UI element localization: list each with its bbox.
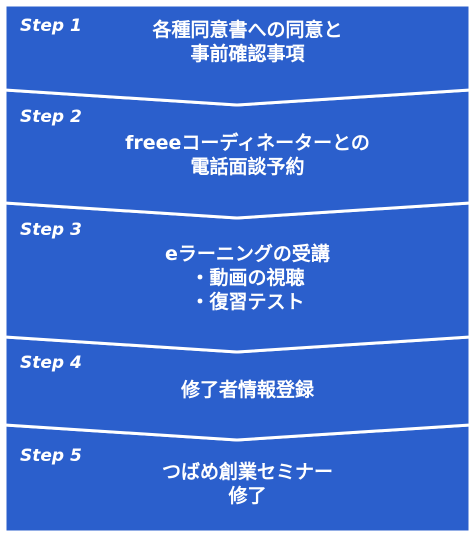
step-4-text-line: 修了者情報登録 xyxy=(180,379,314,401)
step-2-label: Step 2 xyxy=(20,107,82,127)
step-4-label: Step 4 xyxy=(20,353,82,373)
step-5-label: Step 5 xyxy=(20,446,82,466)
step-3-label: Step 3 xyxy=(20,220,82,240)
step-5-text-line: 修了 xyxy=(228,485,267,507)
step-5-text-line: つばめ創業セミナー xyxy=(161,461,333,483)
step-1-text-line: 事前確認事項 xyxy=(190,43,305,65)
step-3-text: eラーニングの受講 ・動画の視聴 ・復習テスト xyxy=(95,242,400,314)
step-1-box xyxy=(3,3,472,107)
step-5-text: つばめ創業セミナー 修了 xyxy=(95,460,400,508)
step-2-text: freeeコーディネーターとの 電話面談予約 xyxy=(95,131,400,179)
step-3-text-line: ・復習テスト xyxy=(190,291,305,313)
step-3-text-line: eラーニングの受講 xyxy=(165,243,330,265)
step-2-text-line: 電話面談予約 xyxy=(190,156,305,178)
step-1-label: Step 1 xyxy=(20,16,82,36)
step-1-text: 各種同意書への同意と 事前確認事項 xyxy=(95,18,400,66)
step-1-text-line: 各種同意書への同意と xyxy=(152,19,343,41)
step-3-text-line: ・動画の視聴 xyxy=(190,267,305,289)
step-4-text: 修了者情報登録 xyxy=(95,378,400,402)
step-2-text-line: freeeコーディネーターとの xyxy=(125,132,370,154)
